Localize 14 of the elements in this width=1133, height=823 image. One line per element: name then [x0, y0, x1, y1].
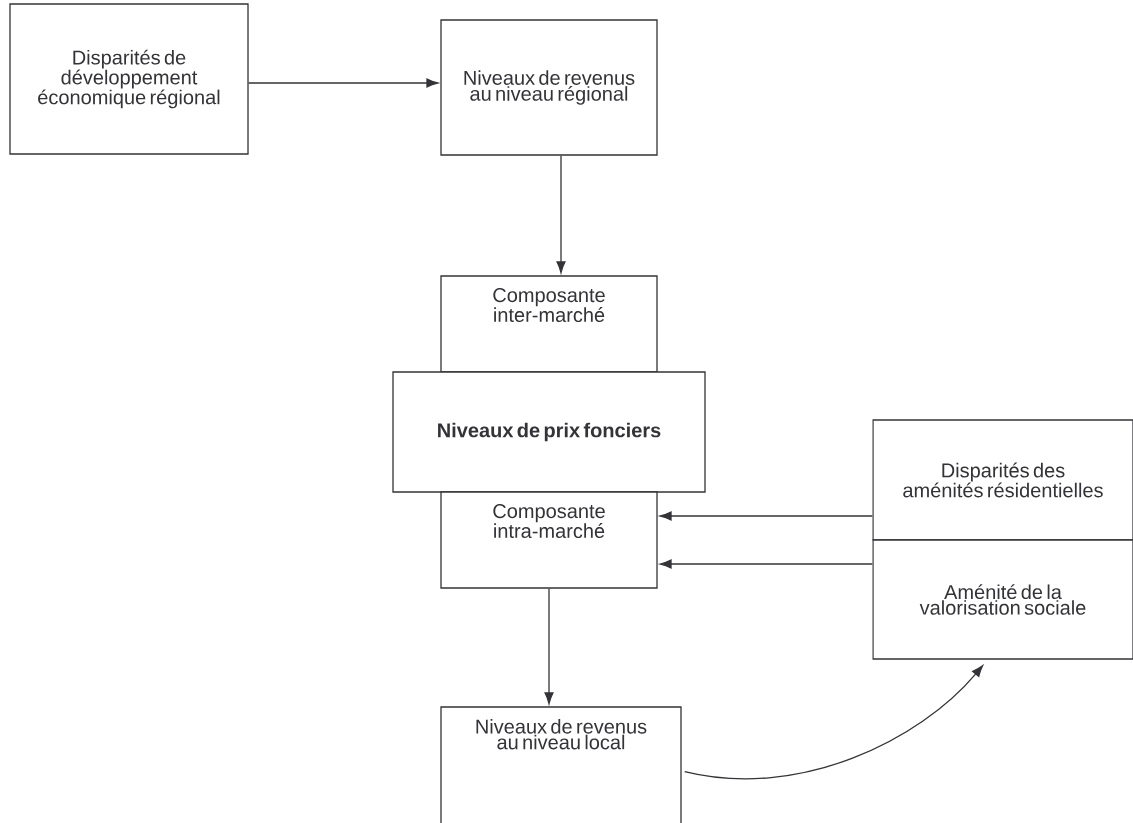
process-box: Composante intra-marché — [440, 491, 658, 589]
process-box: Disparités de développement économique régional — [9, 3, 249, 155]
arrow — [684, 665, 984, 780]
process-box: Niveaux de revenus au niveau local — [440, 706, 682, 823]
process-box: Niveaux de prix fonciers — [392, 371, 706, 493]
arrow — [248, 78, 439, 88]
process-box: Disparités des aménités résidentielles — [872, 419, 1133, 541]
arrow — [544, 588, 554, 705]
process-box: Composante inter-marché — [440, 275, 658, 373]
arrow — [556, 155, 566, 274]
process-box: Niveaux de revenus au niveau régional — [440, 19, 658, 156]
arrow — [659, 511, 873, 521]
process-box: Aménité de la valorisation sociale — [872, 539, 1133, 660]
arrow — [659, 559, 873, 569]
